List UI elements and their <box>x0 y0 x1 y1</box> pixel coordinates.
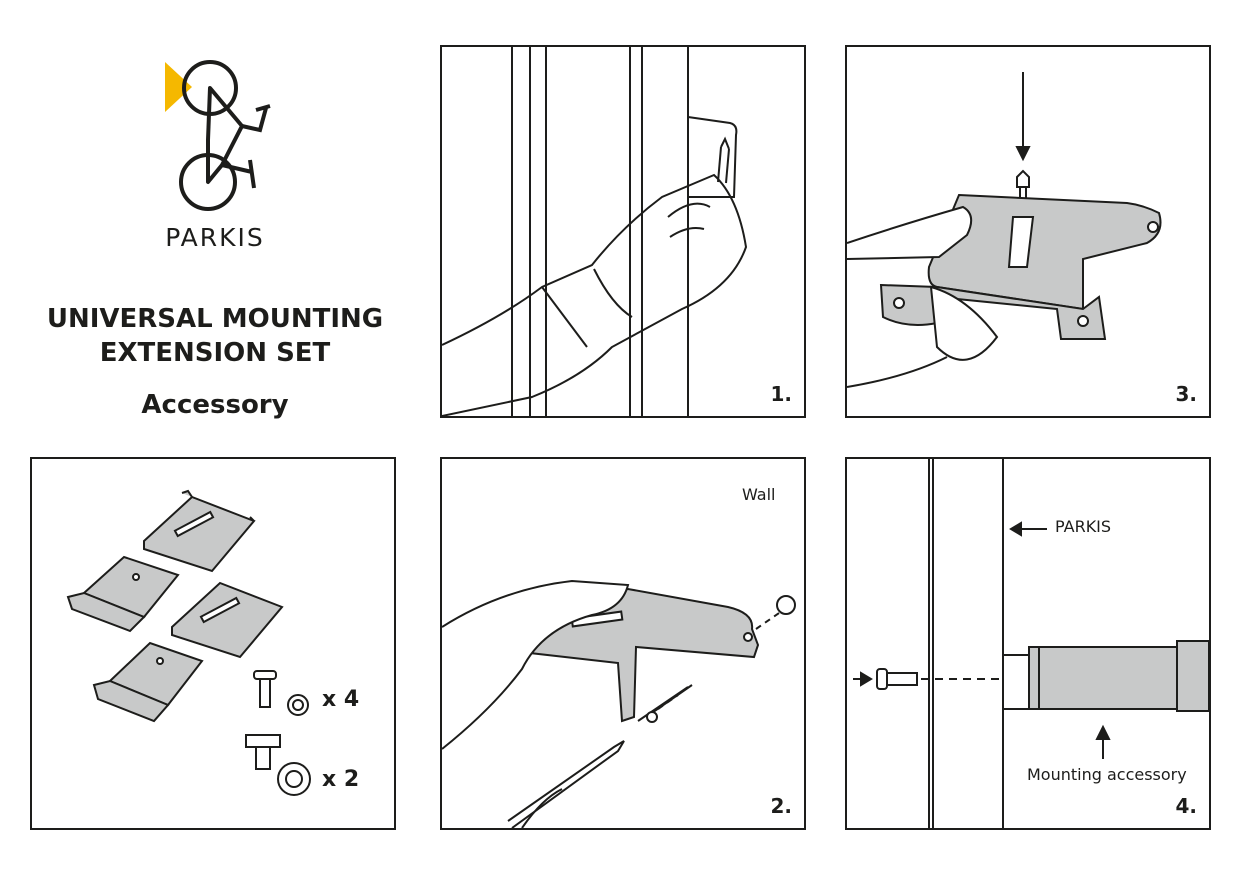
step-4-illustration <box>853 459 1209 828</box>
step-1-panel: 1. <box>440 45 806 418</box>
screw-quantity: x 4 <box>322 687 360 712</box>
step-2-panel: Wall 2. <box>440 457 806 830</box>
title-line-1: UNIVERSAL MOUNTING <box>46 304 384 334</box>
step-2-illustration <box>442 579 796 828</box>
step-1-number: 1. <box>770 382 792 406</box>
parkis-label: PARKIS <box>1055 517 1112 536</box>
kit-parts-illustration <box>66 489 311 796</box>
wall-label: Wall <box>742 485 776 504</box>
page-subtitle: Accessory <box>141 390 289 420</box>
step-3-panel: 3. <box>845 45 1211 418</box>
parkis-bike-logo-icon <box>165 60 271 211</box>
step-2-number: 2. <box>770 794 792 818</box>
step-3-number: 3. <box>1175 382 1197 406</box>
step-3-illustration <box>847 72 1162 388</box>
step-1-illustration <box>442 47 748 416</box>
bolt-quantity: x 2 <box>322 767 360 792</box>
brand-name: PARKIS <box>165 223 265 252</box>
brand-block: PARKIS UNIVERSAL MOUNTING EXTENSION SET … <box>30 40 400 440</box>
step-4-panel: PARKIS Mounting accessory 4. <box>845 457 1211 830</box>
kit-contents-panel: x 4 x 2 <box>30 457 396 830</box>
title-line-2: EXTENSION SET <box>99 338 331 368</box>
step-4-number: 4. <box>1175 794 1197 818</box>
mounting-accessory-label: Mounting accessory <box>1027 765 1187 784</box>
page-title: UNIVERSAL MOUNTING EXTENSION SET <box>30 302 400 370</box>
